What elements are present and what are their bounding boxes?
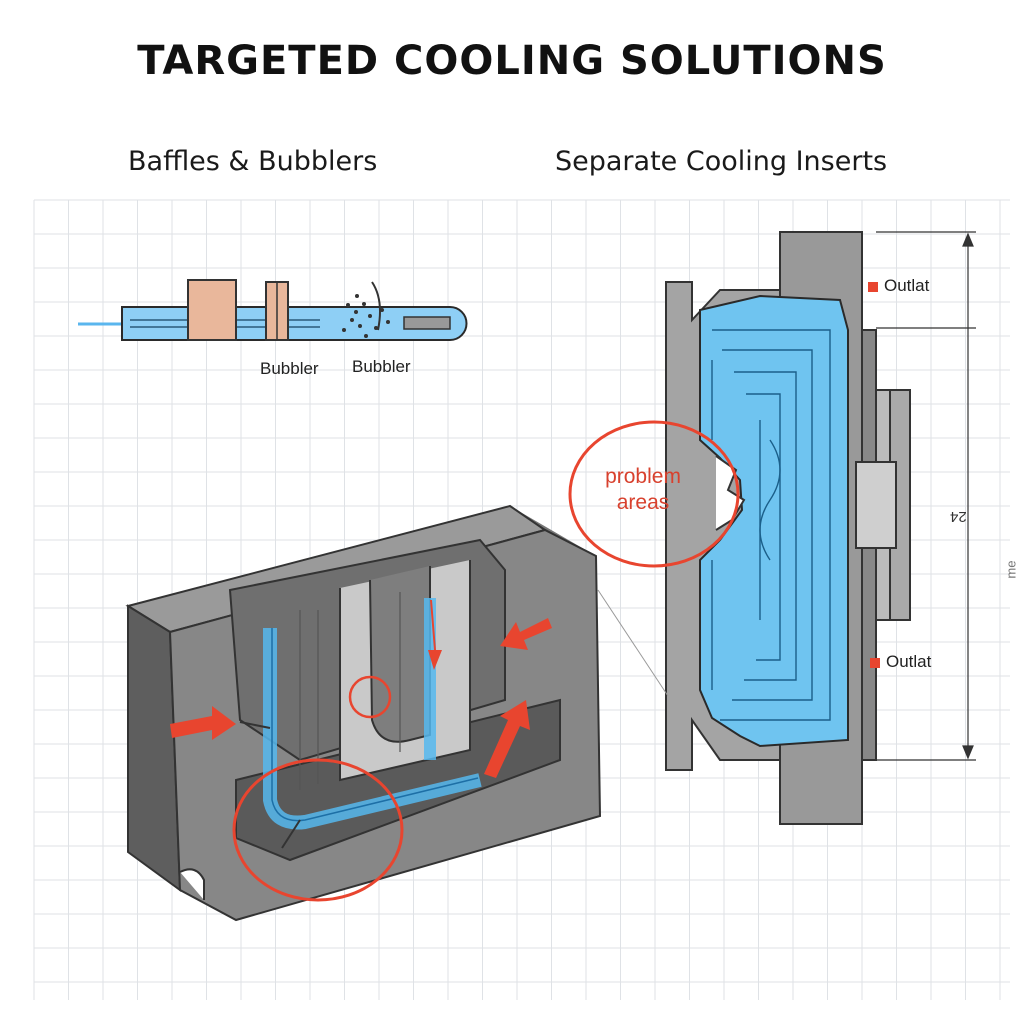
bubbler-label-2: Bubbler — [352, 357, 411, 376]
cooling-inserts-heading: Separate Cooling Inserts — [555, 146, 888, 177]
outlet-label-top: Outlat — [868, 276, 929, 296]
baffles-bubblers-heading: Baffles & Bubblers — [128, 146, 378, 177]
dimension-value: 24 — [950, 508, 967, 525]
edge-mark: ǝɯ — [1005, 560, 1021, 579]
problem-areas-label: problem areas — [605, 465, 681, 514]
hotspot-circle-large — [232, 758, 404, 902]
outlet-marker-top — [868, 281, 878, 292]
dimension-lines — [876, 231, 976, 761]
outlet-label-bottom: Outlat — [870, 652, 931, 672]
heat-flow-arrows — [170, 600, 552, 778]
coolant-channel-u — [263, 628, 482, 830]
outlet-marker-bottom — [870, 657, 880, 668]
bubbler-particles — [342, 294, 390, 338]
baffle-block — [187, 279, 237, 341]
insert-cooling-lines — [711, 329, 831, 721]
bubbler-label-1: Bubbler — [260, 359, 319, 378]
page-title: TARGETED COOLING SOLUTIONS — [137, 38, 887, 84]
problem-areas-circle — [568, 420, 740, 568]
hotspot-circle-small — [348, 675, 392, 719]
